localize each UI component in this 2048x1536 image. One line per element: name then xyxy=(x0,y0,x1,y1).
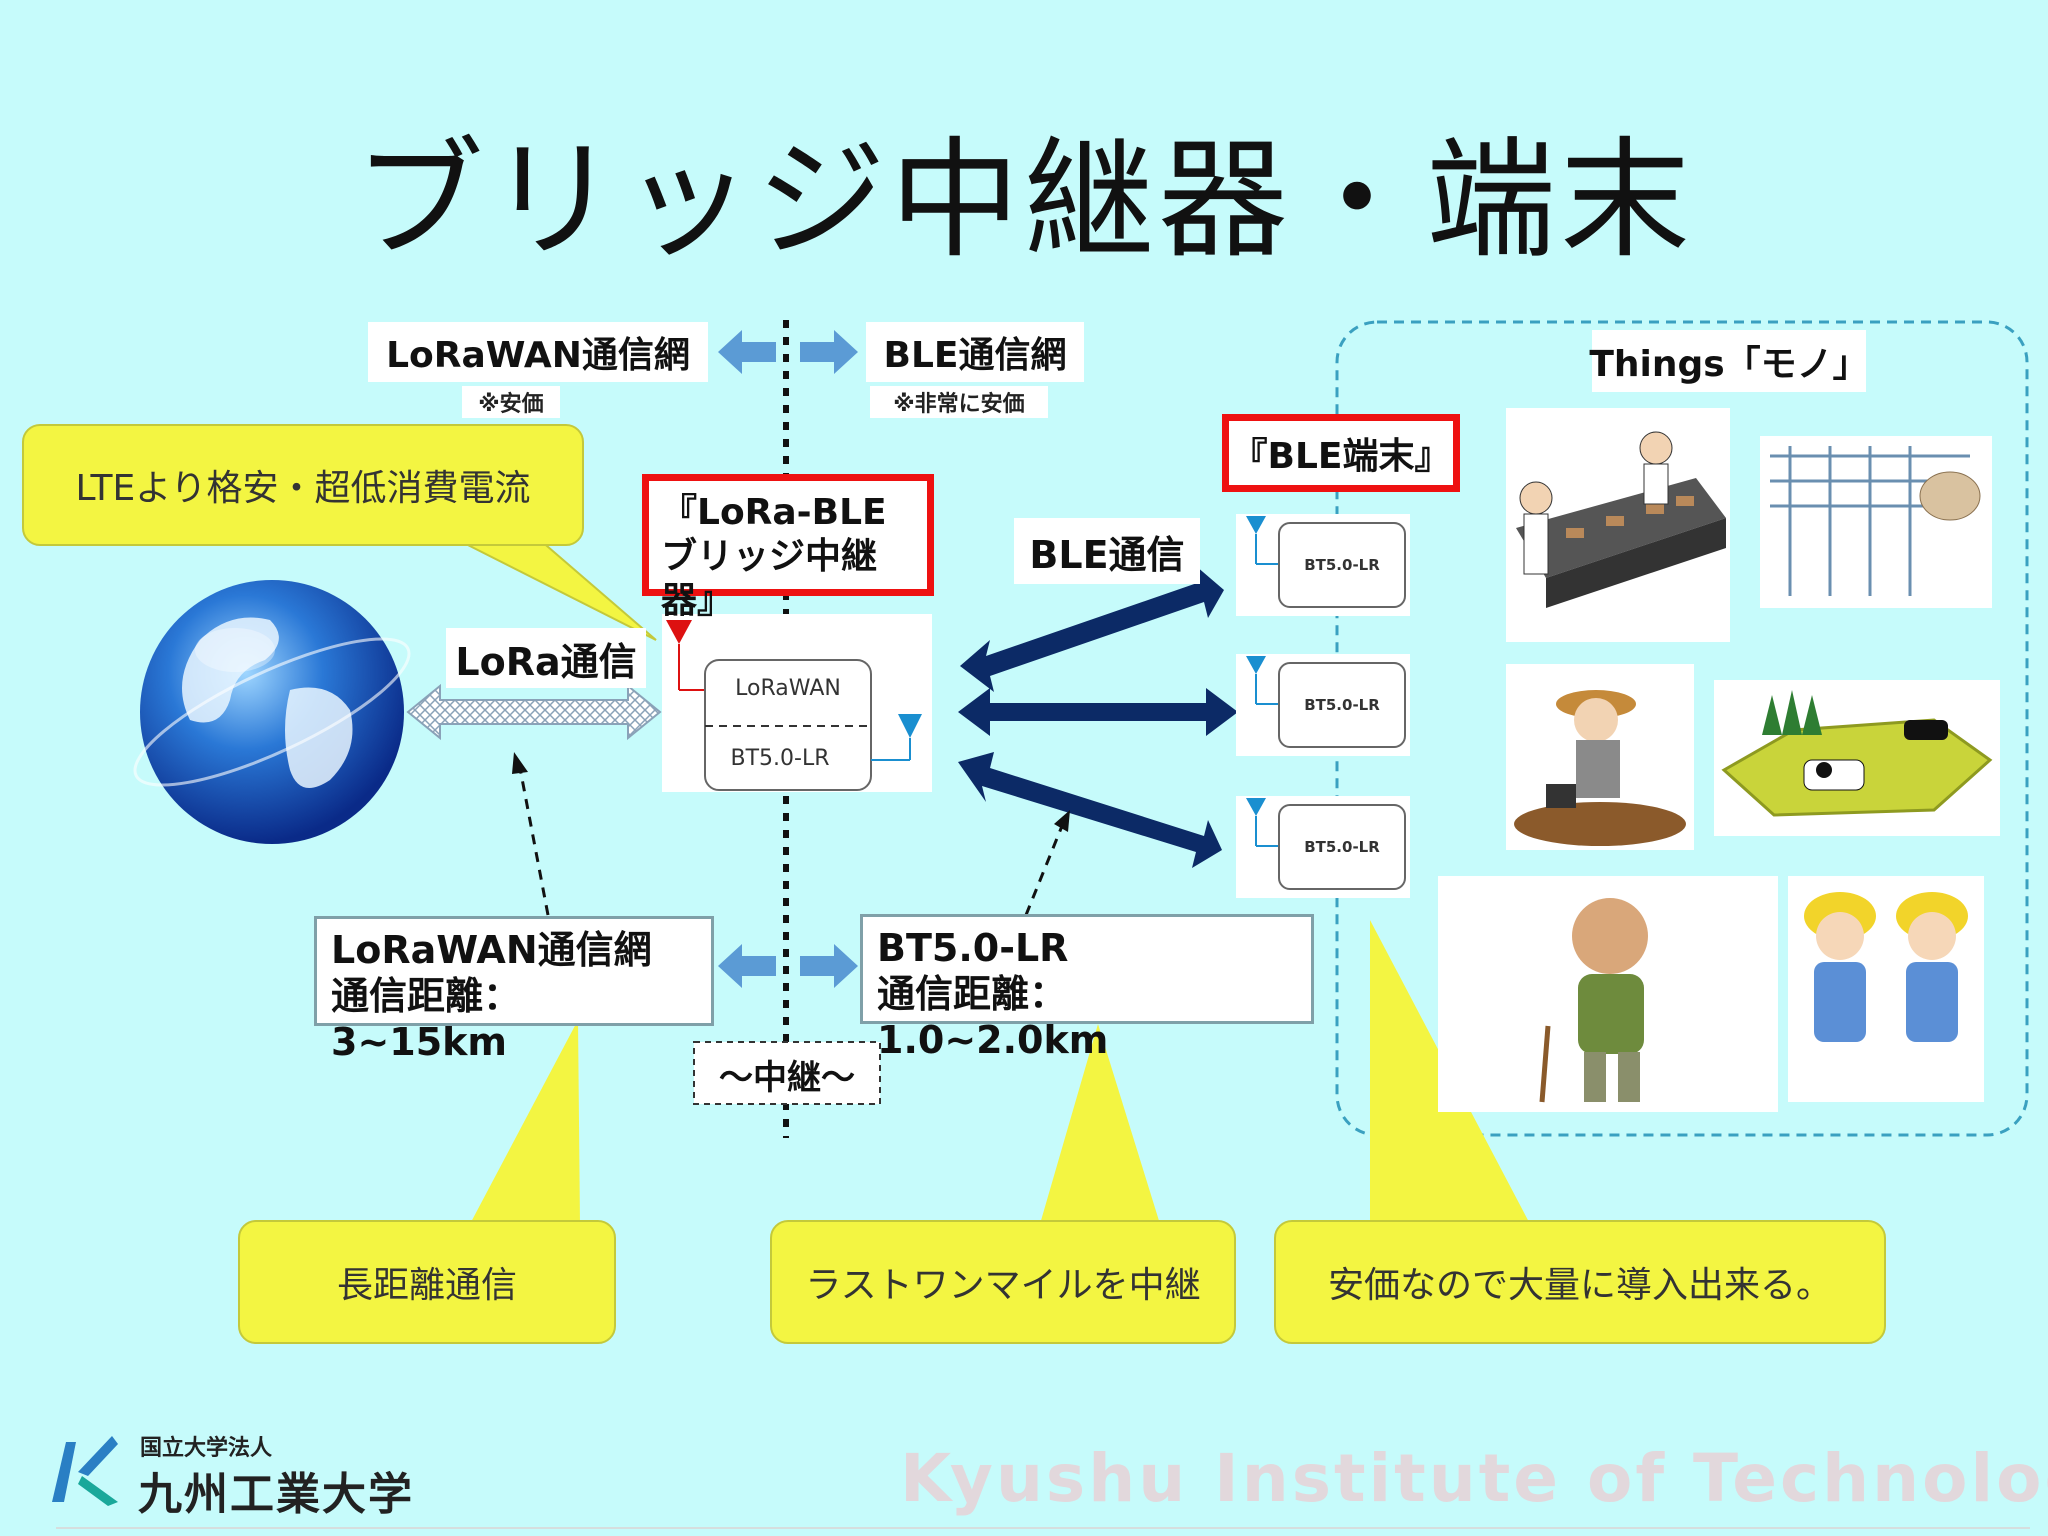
ble-network-label: BLE通信網 xyxy=(866,322,1084,382)
callout-cheap-mass: 安価なので大量に導入出来る。 xyxy=(1274,1220,1886,1344)
cattle-pasture-image xyxy=(1714,680,2000,836)
callout-tail-long xyxy=(470,1020,580,1224)
ble-terminal-title: 『BLE端末』 xyxy=(1222,414,1460,492)
lorawan-network-label: LoRaWAN通信網 xyxy=(368,322,708,382)
lora-comm-label: LoRa通信 xyxy=(446,628,646,688)
aquaculture-image xyxy=(1760,436,1992,608)
arrow-left-info xyxy=(718,944,776,988)
ble-device: BT5.0-LR xyxy=(1236,654,1410,756)
bt-info-title: BT5.0-LR xyxy=(877,926,1069,970)
watermark-text: Kyushu Institute of Technology xyxy=(900,1440,2048,1517)
ble-device-label: BT5.0-LR xyxy=(1278,522,1406,608)
factory-workers-image xyxy=(1506,408,1730,642)
antenna-icon xyxy=(871,714,922,761)
antenna-icon xyxy=(1246,656,1278,705)
things-label: Things「モノ」 xyxy=(1589,330,1869,392)
callout-long-range: 長距離通信 xyxy=(238,1220,616,1344)
antenna-icon xyxy=(1246,798,1278,847)
university-name: 九州工業大学 xyxy=(138,1469,414,1520)
globe-icon xyxy=(133,580,411,844)
lorawan-info-box: LoRaWAN通信網 通信距離：3~15km xyxy=(314,916,714,1064)
callout-last-one-mile: ラストワンマイルを中継 xyxy=(770,1220,1236,1344)
university-type-label: 国立大学法人 xyxy=(140,1436,273,1461)
bt-info-box: BT5.0-LR 通信距離：1.0~2.0km xyxy=(860,914,1314,1062)
elderly-man-image xyxy=(1438,876,1778,1112)
bridge-title: 『LoRa-BLE ブリッジ中継器』 xyxy=(642,474,934,621)
ble-device-label: BT5.0-LR xyxy=(1278,662,1406,748)
ble-comm-label: BLE通信 xyxy=(1014,518,1200,584)
lorawan-info-title: LoRaWAN通信網 xyxy=(331,928,652,972)
farmer-image xyxy=(1506,664,1694,850)
antenna-icon xyxy=(666,620,706,691)
callout-tail-lastmile xyxy=(1040,1024,1160,1224)
bt-info-range: 通信距離：1.0~2.0km xyxy=(877,972,1109,1062)
ble-device-label: BT5.0-LR xyxy=(1278,804,1406,890)
page-title: ブリッジ中継器・端末 xyxy=(353,124,1694,276)
lorawan-info-range: 通信距離：3~15km xyxy=(331,974,522,1064)
lora-link-arrow xyxy=(406,683,662,741)
ble-device: BT5.0-LR xyxy=(1236,796,1410,898)
arrow-right-ble xyxy=(800,330,858,374)
ble-link-arrows xyxy=(958,566,1238,868)
bridge-bt-text: BT5.0-LR xyxy=(730,746,830,771)
bridge-lorawan-text: LoRaWAN xyxy=(735,676,841,701)
lorawan-price-note: ※安価 xyxy=(462,386,560,418)
ble-device: BT5.0-LR xyxy=(1236,514,1410,616)
arrow-left-lorawan xyxy=(718,330,776,374)
bridge-title-line1: 『LoRa-BLE xyxy=(661,492,887,533)
callout-lte: LTEより格安・超低消費電流 xyxy=(22,424,584,546)
relay-label: ～中継～ xyxy=(719,1058,855,1098)
kyutech-logo-icon xyxy=(52,1436,118,1506)
arrow-right-info xyxy=(800,944,858,988)
school-children-image xyxy=(1788,876,1984,1102)
bridge-title-line2: ブリッジ中継器』 xyxy=(661,536,878,621)
callout-tail-lte xyxy=(457,539,657,641)
antenna-icon xyxy=(1246,516,1278,565)
ble-price-note: ※非常に安価 xyxy=(870,386,1048,418)
